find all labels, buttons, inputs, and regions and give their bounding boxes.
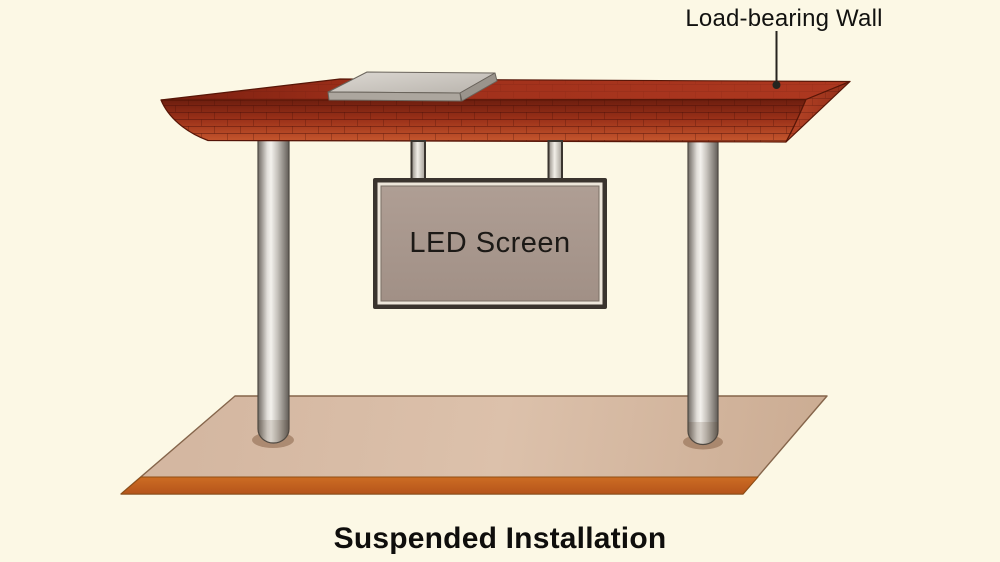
floor-platform — [120, 395, 828, 495]
slab-right-face — [459, 72, 498, 102]
led-screen-panel — [380, 185, 600, 302]
ceiling-brick-roof — [160, 78, 851, 143]
hanging-rod-right — [547, 140, 563, 182]
diagram-title: Suspended Installation — [333, 522, 667, 555]
right-pillar — [687, 138, 719, 446]
floor-front-edge — [120, 476, 759, 495]
left-pillar — [257, 138, 290, 444]
left-pillar-body — [257, 138, 290, 444]
led-screen — [373, 178, 607, 309]
roof-front-brick-texture — [161, 99, 806, 142]
hanging-rod-left — [410, 140, 426, 182]
leader-dot — [772, 81, 781, 89]
roof-bevel-brick-texture — [786, 81, 850, 142]
load-bearing-wall-label: Load-bearing Wall — [685, 5, 883, 32]
left-pillar-base-shading — [258, 420, 289, 444]
right-pillar-base-shading — [688, 422, 718, 445]
concrete-slab — [327, 71, 498, 102]
slab-front-face — [327, 91, 462, 102]
roof-top-brick-texture — [161, 79, 850, 100]
led-screen-label: LED Screen — [409, 227, 571, 259]
right-pillar-body — [687, 138, 719, 446]
